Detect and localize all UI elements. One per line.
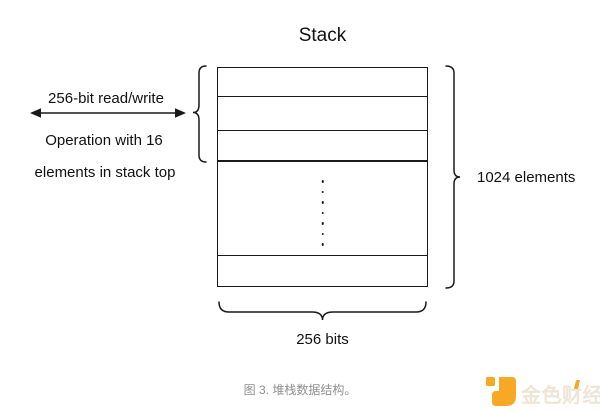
dot [321, 190, 324, 193]
right-brace [445, 65, 461, 289]
stack-row-divider [218, 130, 427, 131]
dot [321, 201, 324, 204]
brand-watermark: 金色财经 [486, 377, 600, 409]
dot [321, 211, 324, 214]
brand-name: 金色财经 [521, 385, 600, 407]
operation-description-line1: Operation with 16 [45, 132, 163, 149]
bottom-brace [218, 301, 427, 321]
stack-row-divider [218, 96, 427, 97]
diagram-title: Stack [298, 25, 347, 46]
arrow-caption: 256-bit read/write [48, 90, 164, 107]
ellipsis-dots [321, 180, 324, 246]
stack-row-divider [218, 255, 427, 256]
figure-caption: 图 3. 堆栈数据结构。 [243, 383, 357, 397]
elements-count-label: 1024 elements [477, 169, 576, 186]
double-arrow-icon [30, 108, 186, 118]
dot [321, 243, 324, 246]
bits-width-label: 256 bits [296, 331, 349, 348]
left-brace [192, 65, 207, 163]
stack-rect [217, 67, 428, 287]
brand-icon [486, 377, 516, 406]
dot [321, 222, 324, 225]
dot [321, 232, 324, 235]
operation-description-line2: elements in stack top [34, 164, 176, 181]
dot [321, 180, 324, 183]
stack-top-section-divider [218, 160, 427, 162]
